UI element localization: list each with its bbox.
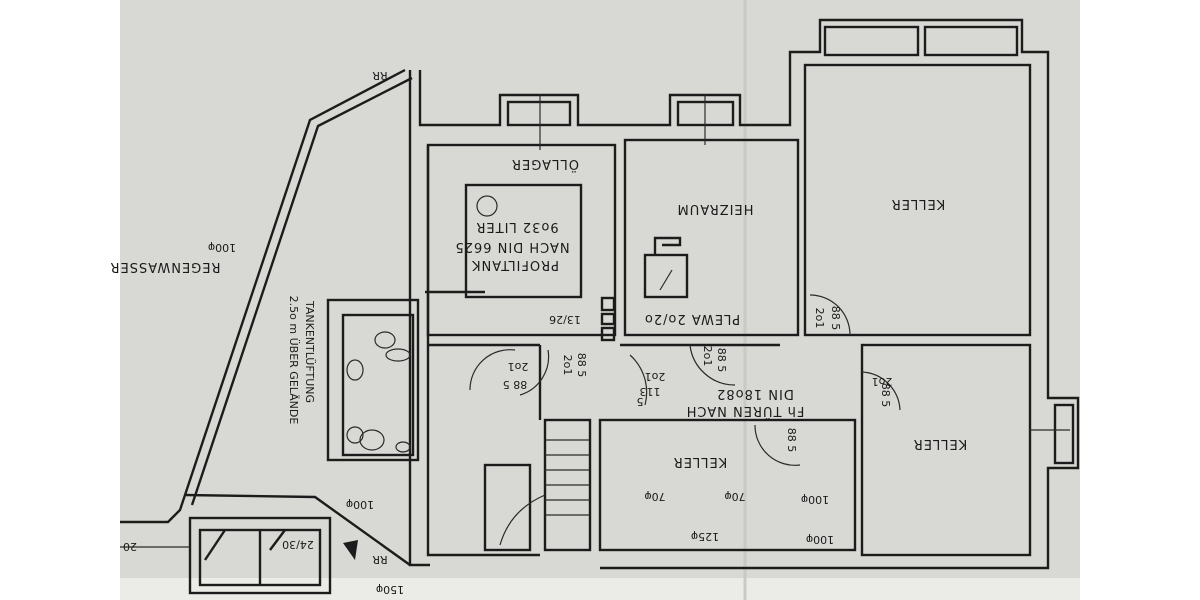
door-swings <box>469 294 901 466</box>
labels: ÖLLAGER HEIZRAUM KELLER KELLER KELLER 9o… <box>109 69 967 596</box>
doors-note-1: Fh TÜREN NACH <box>686 403 805 420</box>
vent-note-2: 2.5o m ÜBER GELÄNDE <box>287 296 300 425</box>
stairs <box>483 418 592 552</box>
door-dimension-label: 88 5 <box>879 383 892 408</box>
door-dimension-label: 2o1 <box>645 370 666 383</box>
boiler-drawing <box>600 236 689 342</box>
pipe-dim: 100φ <box>208 241 236 254</box>
door-dimension-label: 88 5 <box>575 353 588 378</box>
tank-type: PROFILTANK <box>471 257 559 272</box>
tank-standard: NACH DIN 6625 <box>454 239 569 254</box>
pipe-dim: 70φ <box>644 490 665 503</box>
pipe-dim: 125φ <box>691 530 719 543</box>
door-dimension-label: 88 5 <box>829 306 842 331</box>
room-label-cellar-middle: KELLER <box>673 454 727 469</box>
door-dimension-label: 88 5 <box>785 428 798 453</box>
room-label-cellar-bottom-right: KELLER <box>913 436 967 451</box>
tank-drawing <box>425 183 583 299</box>
doors-note-2: DIN 18o82 <box>716 386 794 401</box>
door-dimension-label: 88 5 <box>715 348 728 373</box>
pipe-dim: 100φ <box>346 498 374 511</box>
rr-label: RR <box>372 553 388 566</box>
door-dimension-label: 2o1 <box>813 308 826 329</box>
pipe-dim: 150φ <box>376 583 404 596</box>
room-label-boiler-room: HEIZRAUM <box>677 201 754 216</box>
room-label-cellar-top-right: KELLER <box>891 196 945 211</box>
door-labels: 88 5 2o1 88 5 2o1 2o1 88 5 2o1 88 5 2o1 … <box>503 306 893 453</box>
door-dimension-label: 2o1 <box>872 375 893 388</box>
stair-dim: 5 <box>637 395 644 408</box>
rr-label: RR <box>372 69 388 82</box>
edge-dim: 20 <box>123 540 137 553</box>
room-label-oil-storage: ÖLLAGER <box>511 156 579 173</box>
stair-dim: 113 <box>640 385 661 398</box>
pipe-dim: 100φ <box>801 493 829 506</box>
rainwater-label: REGENWASSER <box>109 259 220 274</box>
pipe-dim: 70φ <box>724 490 745 503</box>
chimney-dim: 13/26 <box>549 313 581 326</box>
paper-fold-strip <box>120 578 1080 600</box>
vent-note-1: TANKENTLÜFTUNG <box>303 300 316 403</box>
door-dimension-label: 2o1 <box>561 355 574 376</box>
site-lines <box>120 68 420 595</box>
plewa-label: PLEWA 2o/2o <box>644 311 740 326</box>
small-dim: 24/30 <box>282 538 314 551</box>
tank-capacity: 9o32 LITER <box>475 219 558 234</box>
door-dimension-label: 2o1 <box>701 346 714 367</box>
door-dimension-label: 88 5 <box>503 378 528 391</box>
pipe-dim: 100φ <box>806 533 834 546</box>
door-dimension-label: 2o1 <box>508 360 529 373</box>
